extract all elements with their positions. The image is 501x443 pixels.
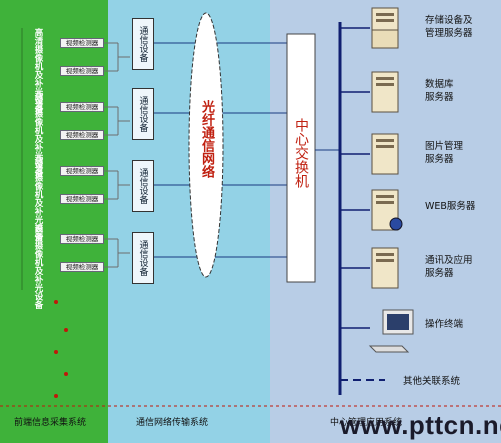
server-label: WEB服务器 [425, 201, 476, 212]
comm-device-box: 通信设备 [132, 18, 154, 70]
camera-and-light-label: 高清摄像机及补光设备 [33, 28, 43, 113]
video-detector-box: 视频检测器 [60, 194, 104, 204]
globe-icon [389, 217, 403, 231]
camera-and-light-label: 高清摄像机及补光设备 [33, 92, 43, 177]
footer-center-label: 中心管理应用系统 [330, 418, 403, 428]
drive-bay-icon [376, 145, 394, 148]
video-detector-box: 视频检测器 [60, 262, 104, 272]
drive-bay-icon [376, 83, 394, 86]
comm-device-box: 通信设备 [132, 160, 154, 212]
video-detector-box: 视频检测器 [60, 130, 104, 140]
center-switch-label: 中心交换机 [293, 118, 309, 188]
keyboard-icon [368, 345, 410, 353]
monitor-screen-icon [387, 314, 409, 330]
camera-and-light-label: 高清摄像机及补光设备 [33, 224, 43, 309]
network-transmission-zone [108, 0, 270, 443]
video-detector-box: 视频检测器 [60, 66, 104, 76]
video-detector-box: 视频检测器 [60, 166, 104, 176]
drive-bay-icon [376, 195, 394, 198]
video-detector-box: 视频检测器 [60, 234, 104, 244]
server-rack-unit-icon [371, 29, 399, 49]
drive-bay-icon [376, 253, 394, 256]
server-label: 通讯及应用 服务器 [425, 255, 473, 279]
other-systems-label: 其他关联系统 [403, 376, 461, 387]
video-detector-box: 视频检测器 [60, 38, 104, 48]
drive-bay-icon [376, 201, 394, 204]
server-label: 存储设备及 管理服务器 [425, 15, 473, 39]
ellipsis-dot [64, 328, 68, 332]
drive-bay-icon [376, 259, 394, 262]
drive-bay-icon [376, 13, 394, 16]
footer-net-label: 通信网络传输系统 [136, 418, 209, 428]
server-label: 数据库 服务器 [425, 79, 454, 103]
watermark: www.pttcn.net [340, 410, 501, 440]
ellipsis-dot [64, 372, 68, 376]
fiber-network-label: 光纤通信网络 [199, 100, 214, 178]
video-detector-box: 视频检测器 [60, 102, 104, 112]
ellipsis-dot [54, 394, 58, 398]
server-label: 图片管理 服务器 [425, 141, 464, 165]
comm-device-box: 通信设备 [132, 232, 154, 284]
center-switch-box [286, 33, 316, 283]
ellipsis-dot [54, 350, 58, 354]
ellipsis-dot [54, 300, 58, 304]
camera-and-light-label: 高清摄像机及补光设备 [33, 156, 43, 241]
drive-bay-icon [376, 19, 394, 22]
fiber-network-ellipse [188, 12, 224, 278]
drive-bay-icon [376, 77, 394, 80]
drive-bay-icon [376, 139, 394, 142]
server-label: 操作终端 [425, 319, 464, 330]
comm-device-box: 通信设备 [132, 88, 154, 140]
footer-front-label: 前端信息采集系统 [14, 418, 87, 428]
